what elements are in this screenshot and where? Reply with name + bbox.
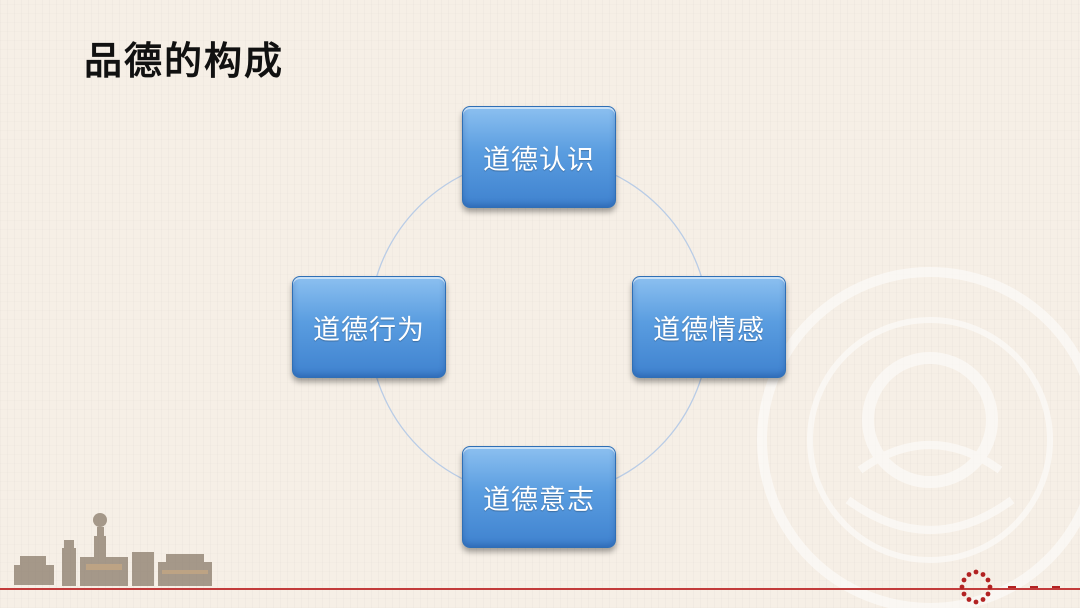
footer-divider-line	[0, 588, 1080, 590]
slide-title: 品德的构成	[84, 38, 285, 83]
node-moral-behavior: 道德行为	[292, 276, 446, 378]
node-moral-will: 道德意志	[462, 446, 616, 548]
node-moral-cognition: 道德认识	[462, 106, 616, 208]
node-moral-emotion: 道德情感	[632, 276, 786, 378]
